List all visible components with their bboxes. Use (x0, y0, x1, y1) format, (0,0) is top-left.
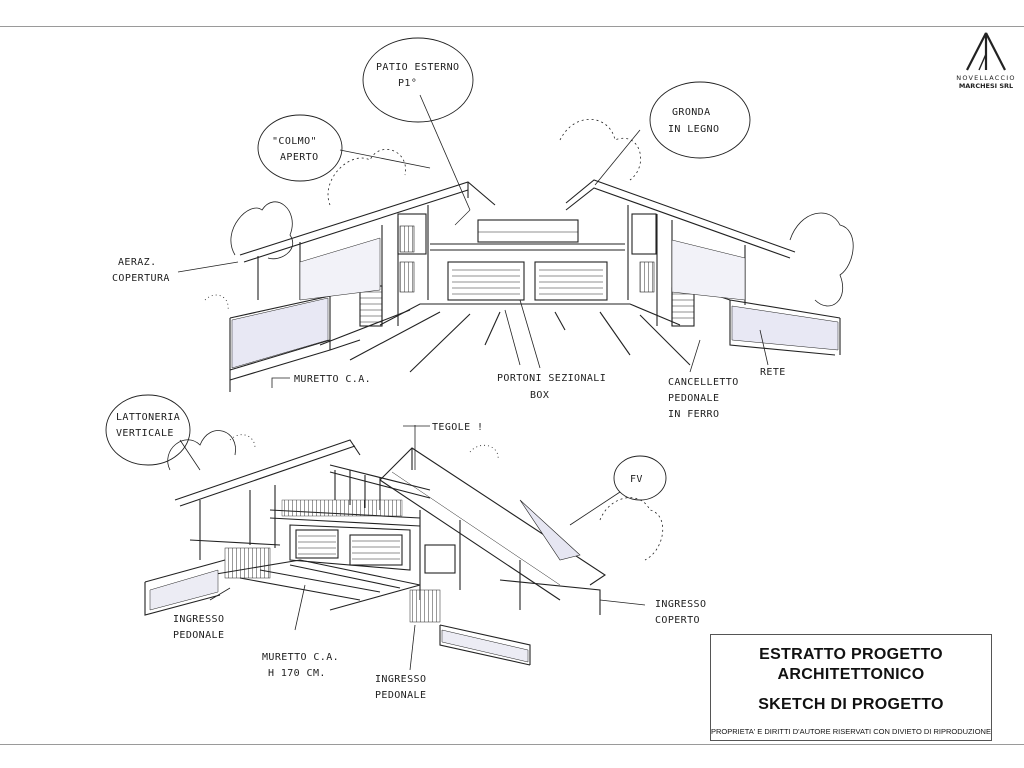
annotation-colmo-line1: "COLMO" (272, 136, 317, 147)
annotation-cancelletto-line1: CANCELLETTO (668, 377, 739, 388)
annotation-muretto-ca-line1: MURETTO C.A. (262, 652, 339, 663)
annotation-lattoneria-line2: VERTICALE (116, 428, 174, 439)
annotation-ingresso-center-line2: PEDONALE (375, 690, 426, 701)
annotation-muretto: MURETTO C.A. (294, 374, 371, 385)
annotation-tegole: TEGOLE ! (432, 422, 483, 433)
front-elevation-sketch (177, 37, 854, 392)
annotation-muretto-ca-line2: H 170 CM. (268, 668, 326, 679)
logo-brand-line2: MARCHESI SRL (958, 82, 1014, 90)
title-line3: SKETCH DI PROGETTO (758, 696, 944, 713)
company-logo: NOVELLACCIO MARCHESI SRL (948, 30, 1024, 100)
logo-brand-line1: NOVELLACCIO (956, 74, 1016, 82)
title-block: ESTRATTO PROGETTO ARCHITETTONICO SKETCH … (710, 634, 992, 741)
annotation-ingresso-coperto-line1: INGRESSO (655, 599, 706, 610)
rights-notice: PROPRIETA' E DIRITTI D'AUTORE RISERVATI … (711, 727, 991, 736)
annotation-portoni-line2: BOX (530, 390, 549, 401)
annotation-fv: FV (630, 474, 643, 485)
annotation-ingresso-left-line2: PEDONALE (173, 630, 224, 641)
title-line2: ARCHITETTONICO (777, 666, 925, 683)
axonometric-sketch (105, 394, 667, 671)
annotation-gronda-line2: IN LEGNO (668, 124, 719, 135)
annotation-aeraz-line1: AERAZ. (118, 257, 157, 268)
title-line1: ESTRATTO PROGETTO (759, 646, 943, 663)
annotation-gronda-line1: GRONDA (672, 107, 711, 118)
annotation-patio-line1: PATIO ESTERNO (376, 62, 459, 73)
annotation-rete: RETE (760, 367, 786, 378)
frame-top-line (0, 26, 1024, 27)
annotation-portoni-line1: PORTONI SEZIONALI (497, 373, 606, 384)
annotation-ingresso-center-line1: INGRESSO (375, 674, 426, 685)
annotation-patio-line2: P1° (398, 78, 417, 89)
top-annotations: PATIO ESTERNO P1° "COLMO" APERTO GRONDA … (112, 62, 786, 420)
annotation-lattoneria-line1: LATTONERIA (116, 412, 180, 423)
annotation-aeraz-line2: COPERTURA (112, 273, 170, 284)
logo-mark-icon (966, 32, 1006, 71)
annotation-colmo-line2: APERTO (280, 152, 319, 163)
annotation-cancelletto-line3: IN FERRO (668, 409, 719, 420)
bottom-annotations: LATTONERIA VERTICALE TEGOLE ! FV INGRESS… (116, 412, 706, 701)
annotation-ingresso-left-line1: INGRESSO (173, 614, 224, 625)
annotation-cancelletto-line2: PEDONALE (668, 393, 719, 404)
annotation-ingresso-coperto-line2: COPERTO (655, 615, 700, 626)
frame-bottom-line (0, 744, 1024, 745)
